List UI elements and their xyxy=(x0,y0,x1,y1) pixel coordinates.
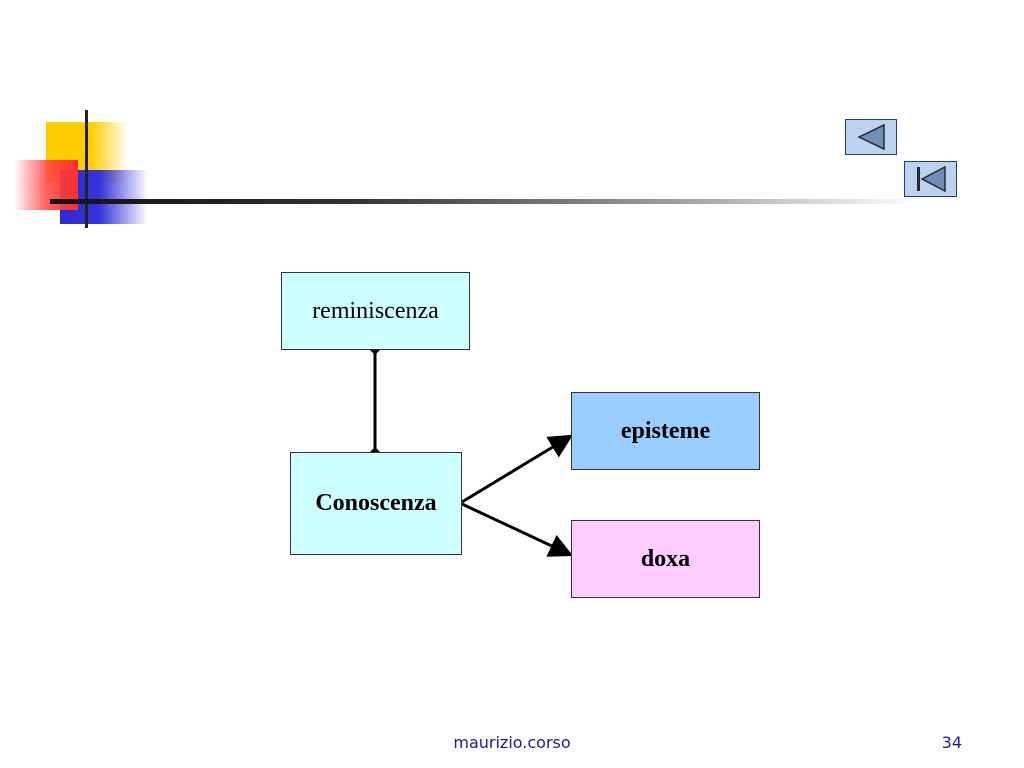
arrow-conoscenza-episteme xyxy=(461,434,574,504)
previous-slide-button[interactable] xyxy=(845,119,897,155)
node-conoscenza-label: Conoscenza xyxy=(315,490,437,516)
node-episteme: episteme xyxy=(571,392,760,470)
node-doxa: doxa xyxy=(571,520,760,598)
slide-number: 34 xyxy=(941,733,962,752)
skip-to-first-icon xyxy=(917,165,946,193)
node-reminiscenza: reminiscenza xyxy=(281,272,470,350)
node-conoscenza: Conoscenza xyxy=(290,452,462,555)
connector-reminiscenza-conoscenza xyxy=(370,345,380,457)
title-divider-line xyxy=(50,199,920,204)
triangle-left-icon xyxy=(857,123,885,151)
node-doxa-label: doxa xyxy=(640,545,691,572)
node-reminiscenza-label: reminiscenza xyxy=(312,297,439,324)
node-episteme-label: episteme xyxy=(620,417,711,444)
arrow-conoscenza-doxa xyxy=(461,502,574,557)
footer-author: maurizio.corso xyxy=(453,733,571,752)
decor-vertical-line xyxy=(85,110,88,228)
first-slide-button[interactable] xyxy=(904,161,957,197)
